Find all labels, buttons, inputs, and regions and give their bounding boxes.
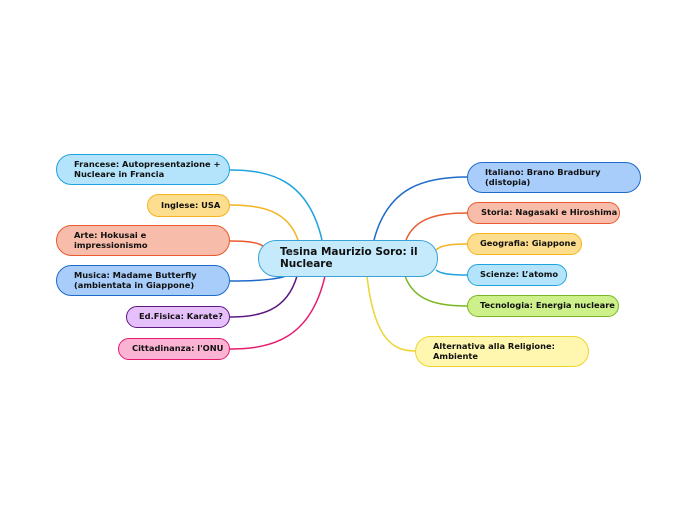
topic-line1: Storia: Nagasaki e Hiroshima [481, 207, 618, 218]
topic-edfisica[interactable]: Ed.Fisica: Karate? [126, 306, 230, 328]
topic-tecnologia[interactable]: Tecnologia: Energia nucleare [467, 295, 619, 317]
topic-line1: Alternativa alla Religione: [433, 341, 555, 351]
connector-cittadinanza [229, 275, 326, 350]
topic-italiano[interactable]: Italiano: Brano Bradbury(distopia) [467, 162, 641, 193]
topic-line2: (distopia) [485, 176, 531, 187]
connector-geografia [435, 243, 468, 251]
topic-line1: Inglese: USA [161, 199, 221, 210]
central-topic-line2: Nucleare [280, 257, 333, 270]
topic-cittadinanza[interactable]: Cittadinanza: l'ONU [118, 338, 230, 360]
connector-scienze [435, 269, 468, 276]
connector-tecnologia [404, 275, 468, 307]
topic-line2: impressionismo [74, 239, 148, 250]
topic-line2: (ambientata in Giappone) [74, 279, 195, 290]
connector-italiano [373, 176, 468, 241]
topic-line2: Nucleare in Francia [74, 168, 165, 179]
connector-edfisica [229, 275, 298, 318]
topic-line1: Ed.Fisica: Karate? [139, 311, 223, 322]
topic-geografia[interactable]: Geografia: Giappone [467, 233, 582, 255]
connector-storia [405, 212, 468, 241]
topic-line2: Ambiente [433, 350, 478, 361]
topic-religione[interactable]: Alternativa alla Religione:Ambiente [415, 336, 589, 367]
topic-line1: Scienze: L’atomo [480, 269, 559, 280]
topic-line1: Cittadinanza: l'ONU [132, 343, 224, 354]
topic-line1: Geografia: Giappone [480, 238, 577, 249]
topic-line1: Tecnologia: Energia nucleare [480, 300, 615, 311]
connector-francese [229, 169, 323, 241]
topic-musica[interactable]: Musica: Madame Butterfly(ambientata in G… [56, 265, 230, 296]
central-topic-line1: Tesina Maurizio Soro: il [280, 246, 418, 258]
connector-inglese [229, 204, 299, 241]
central-topic[interactable]: Tesina Maurizio Soro: il Nucleare [258, 240, 438, 277]
topic-line1: Arte: Hokusai e [74, 230, 147, 240]
topic-francese[interactable]: Francese: Autopresentazione +Nucleare in… [56, 154, 230, 185]
topic-scienze[interactable]: Scienze: L’atomo [467, 264, 567, 286]
topic-line1: Italiano: Brano Bradbury [485, 167, 601, 177]
connector-arte [229, 240, 265, 248]
topic-storia[interactable]: Storia: Nagasaki e Hiroshima [467, 202, 620, 224]
connector-religione [366, 275, 416, 352]
topic-inglese[interactable]: Inglese: USA [147, 194, 230, 217]
topic-line1: Musica: Madame Butterfly [74, 270, 197, 280]
topic-line1: Francese: Autopresentazione + [74, 159, 221, 169]
